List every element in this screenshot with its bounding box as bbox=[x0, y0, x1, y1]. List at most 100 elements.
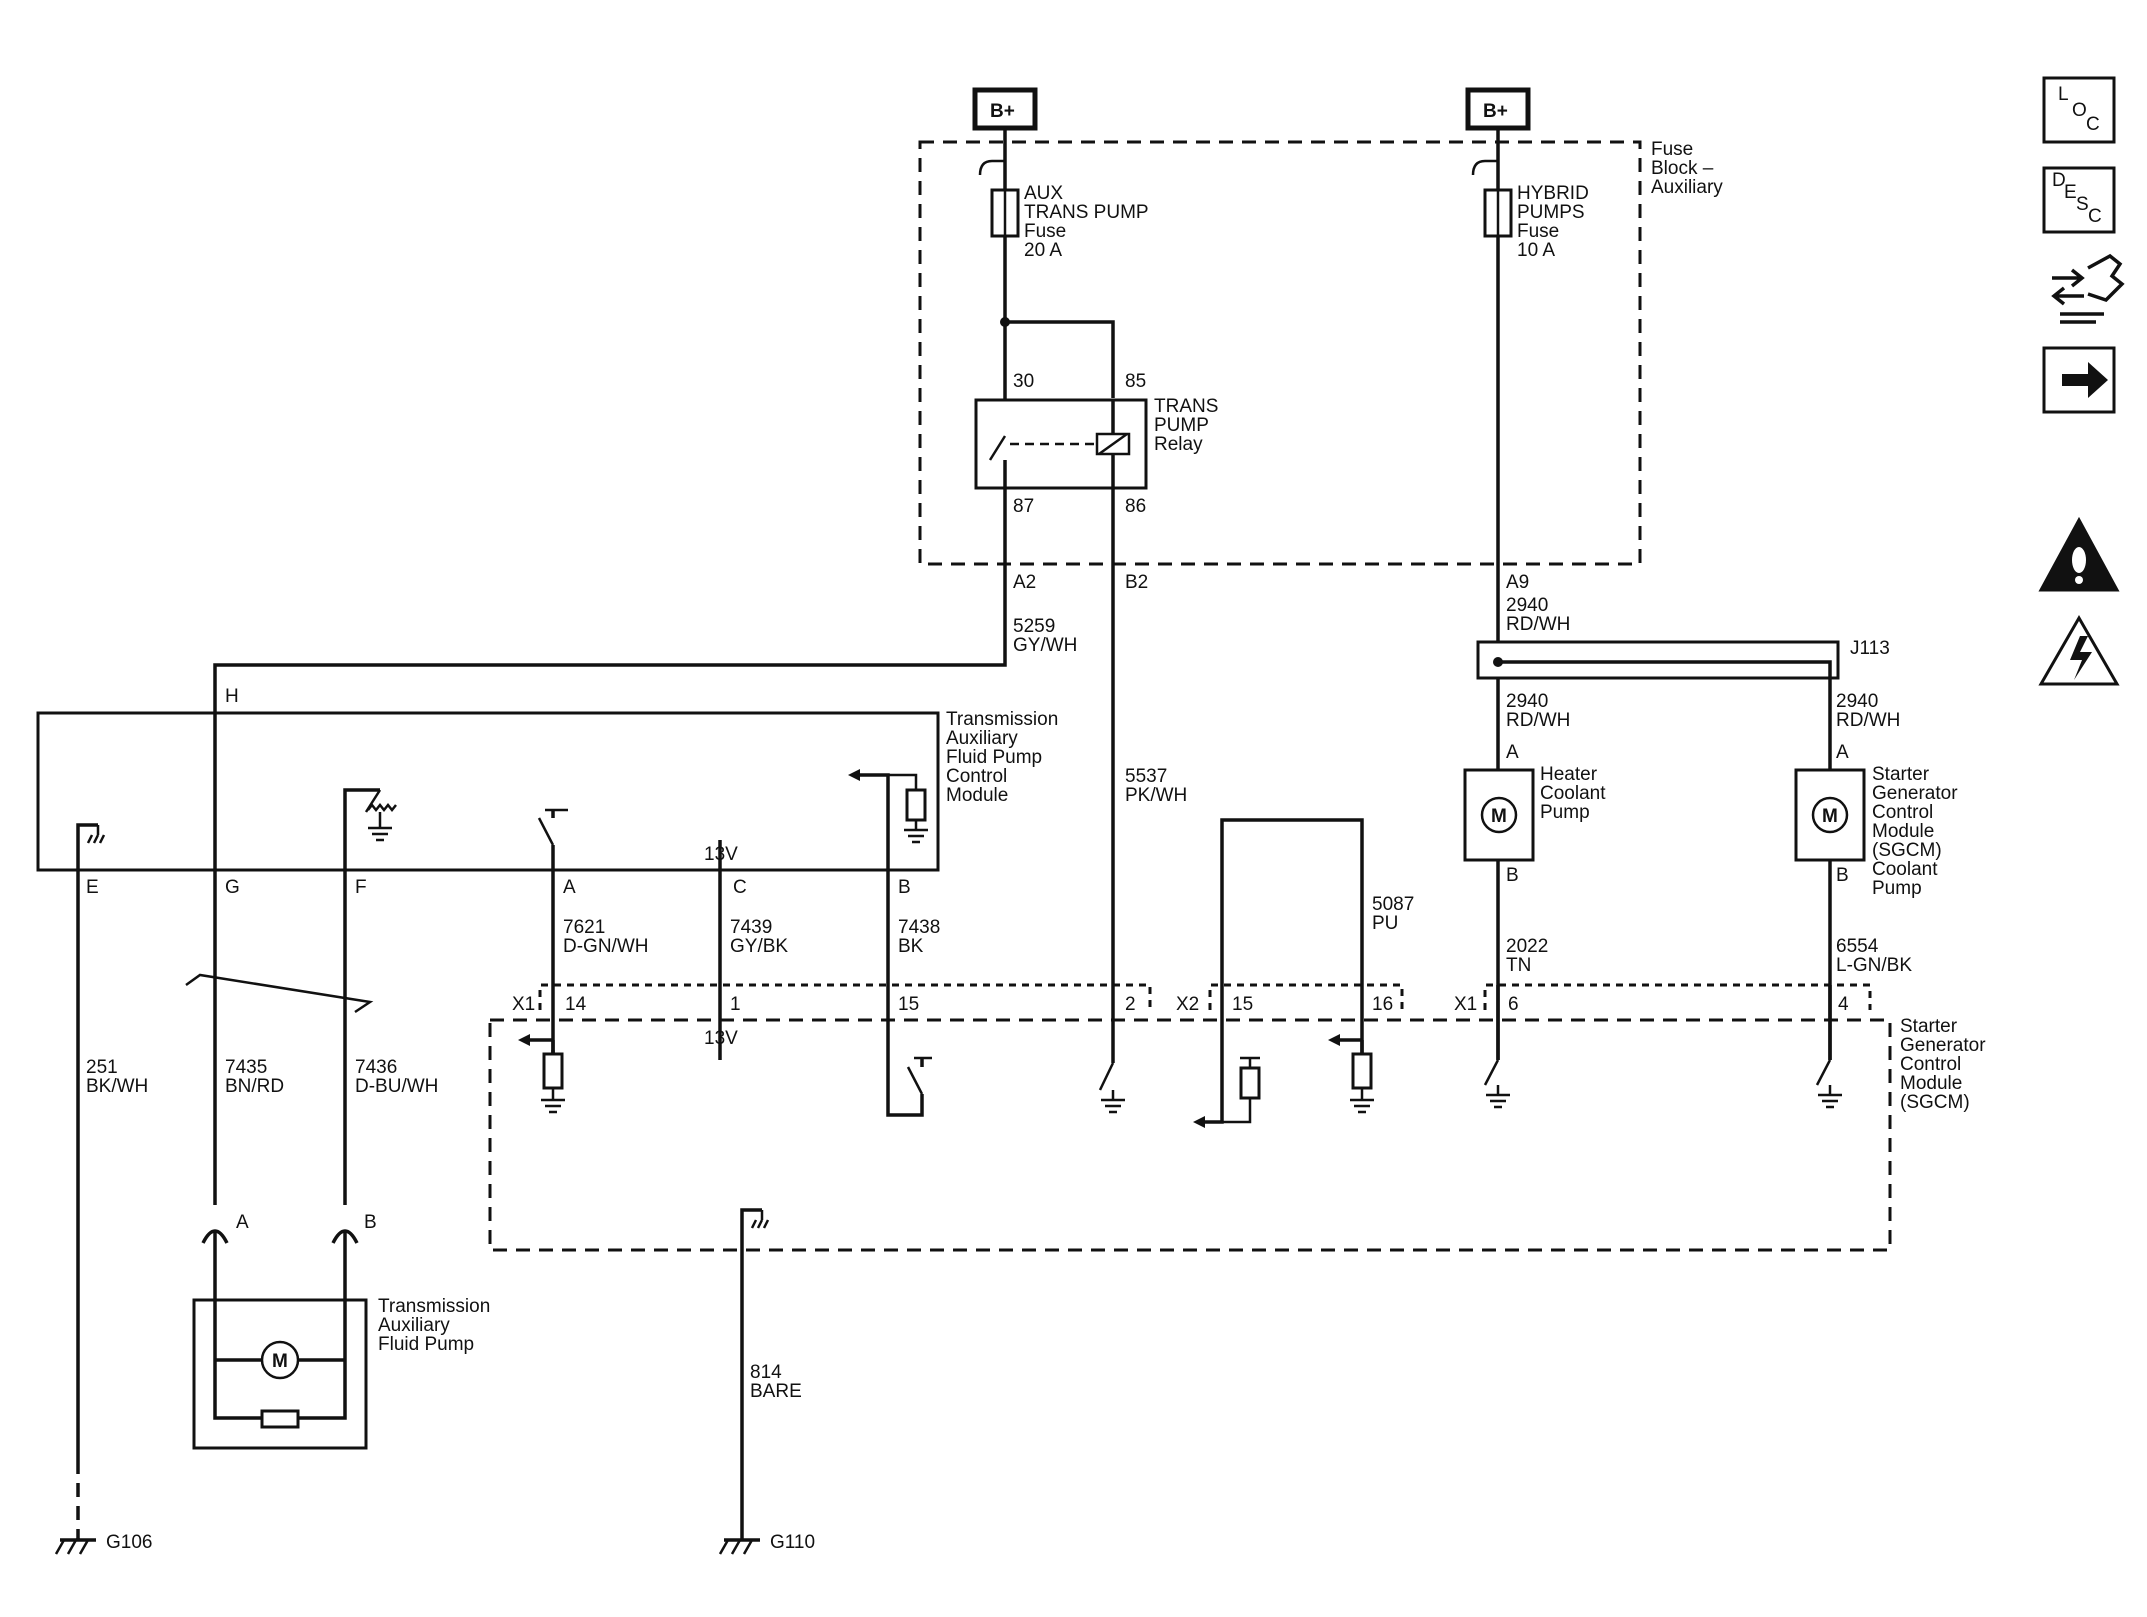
fuse-block-label: Fuse bbox=[1651, 139, 1693, 160]
svg-text:4: 4 bbox=[1838, 994, 1849, 1015]
svg-text:2940: 2940 bbox=[1506, 691, 1548, 712]
svg-text:Auxiliary: Auxiliary bbox=[378, 1315, 450, 1336]
svg-text:814: 814 bbox=[750, 1362, 782, 1383]
hybrid-pumps-fuse: HYBRID PUMPS Fuse 10 A bbox=[1471, 159, 1589, 261]
svg-text:5259: 5259 bbox=[1013, 616, 1055, 637]
svg-text:7438: 7438 bbox=[898, 917, 940, 938]
svg-text:6554: 6554 bbox=[1836, 936, 1879, 957]
svg-text:7436: 7436 bbox=[355, 1057, 397, 1078]
svg-text:B+: B+ bbox=[990, 101, 1015, 122]
wire-814: 814 BARE bbox=[750, 1362, 802, 1402]
svg-text:PUMP: PUMP bbox=[1154, 415, 1209, 436]
wire-7438: 7438 BK bbox=[886, 870, 940, 1060]
svg-text:J113: J113 bbox=[1850, 638, 1890, 659]
svg-text:H: H bbox=[225, 686, 239, 707]
wire-7621: 7621 D-GN/WH bbox=[551, 870, 648, 1060]
svg-text:GY/BK: GY/BK bbox=[730, 936, 788, 957]
svg-text:Relay: Relay bbox=[1154, 434, 1203, 455]
svg-text:Transmission: Transmission bbox=[946, 709, 1058, 730]
svg-text:A: A bbox=[1836, 742, 1849, 763]
svg-text:PK/WH: PK/WH bbox=[1125, 785, 1187, 806]
svg-text:B+: B+ bbox=[1483, 101, 1508, 122]
svg-text:B: B bbox=[364, 1212, 377, 1233]
svg-text:A9: A9 bbox=[1506, 572, 1529, 593]
svg-text:Pump: Pump bbox=[1872, 878, 1922, 899]
svg-text:Heater: Heater bbox=[1540, 764, 1598, 785]
fuse-block-auxiliary: Fuse Block – Auxiliary bbox=[918, 139, 1723, 566]
svg-text:X2: X2 bbox=[1176, 994, 1199, 1015]
sgcm-lowside-6 bbox=[1483, 1059, 1510, 1109]
svg-text:C: C bbox=[2088, 206, 2102, 227]
svg-text:S: S bbox=[2076, 194, 2089, 215]
svg-text:5537: 5537 bbox=[1125, 766, 1167, 787]
svg-text:85: 85 bbox=[1125, 371, 1146, 392]
battery-positive-2: B+ bbox=[1465, 87, 1531, 172]
svg-text:B: B bbox=[898, 877, 911, 898]
svg-text:PUMPS: PUMPS bbox=[1517, 202, 1585, 223]
wire-5087: 5087 PU bbox=[1220, 818, 1414, 1060]
svg-text:AUX: AUX bbox=[1024, 183, 1063, 204]
svg-text:E: E bbox=[2064, 182, 2077, 203]
svg-text:A2: A2 bbox=[1013, 572, 1036, 593]
svg-text:Control: Control bbox=[1872, 802, 1933, 823]
fuse-block-outline bbox=[918, 140, 1642, 566]
svg-text:30: 30 bbox=[1013, 371, 1034, 392]
connector-x1-right: X1 6 4 bbox=[1454, 983, 1872, 1015]
twisted-pair-7435-7436: 7435 BN/RD 7436 D-BU/WH bbox=[185, 870, 438, 1205]
svg-text:Fuse: Fuse bbox=[1024, 221, 1066, 242]
next-icon[interactable] bbox=[2042, 346, 2116, 414]
sgcm-case-ground bbox=[740, 1208, 770, 1520]
svg-text:Fluid Pump: Fluid Pump bbox=[946, 747, 1042, 768]
wire-5537: B2 5537 PK/WH bbox=[1111, 488, 1187, 1060]
svg-text:Fuse: Fuse bbox=[1517, 221, 1559, 242]
wire-2940: A9 2940 RD/WH bbox=[1496, 236, 1570, 770]
aux-trans-pump-fuse: AUX TRANS PUMP Fuse 20 A bbox=[978, 159, 1149, 400]
svg-text:HYBRID: HYBRID bbox=[1517, 183, 1589, 204]
svg-text:G: G bbox=[225, 877, 240, 898]
heater-coolant-pump: 2940 RD/WH A M Heater Coolant Pump B 202… bbox=[1463, 691, 1606, 1060]
transmission-aux-fluid-pump-control-module: Transmission Auxiliary Fluid Pump Contro… bbox=[36, 709, 1058, 898]
svg-text:Generator: Generator bbox=[1900, 1035, 1986, 1056]
svg-text:B: B bbox=[1506, 865, 1519, 886]
svg-text:2940: 2940 bbox=[1836, 691, 1878, 712]
svg-text:Transmission: Transmission bbox=[378, 1296, 490, 1317]
connector-info-icon[interactable] bbox=[2051, 253, 2125, 324]
svg-text:PU: PU bbox=[1372, 913, 1398, 934]
svg-text:C: C bbox=[733, 877, 747, 898]
svg-text:X1: X1 bbox=[1454, 994, 1477, 1015]
svg-text:TRANS PUMP: TRANS PUMP bbox=[1024, 202, 1149, 223]
svg-text:TN: TN bbox=[1506, 955, 1531, 976]
svg-text:Pump: Pump bbox=[1540, 802, 1590, 823]
svg-text:A: A bbox=[563, 877, 576, 898]
location-icon[interactable]: L O C bbox=[2042, 76, 2116, 144]
svg-text:G110: G110 bbox=[770, 1532, 815, 1553]
svg-text:7439: 7439 bbox=[730, 917, 772, 938]
wire-7439: 7439 GY/BK bbox=[718, 870, 788, 1060]
svg-text:Auxiliary: Auxiliary bbox=[946, 728, 1018, 749]
ground-g110: G110 bbox=[718, 1520, 815, 1555]
wire-251: 251 BK/WH bbox=[76, 870, 148, 1540]
svg-text:6: 6 bbox=[1508, 994, 1519, 1015]
svg-text:O: O bbox=[2072, 100, 2087, 121]
transmission-aux-fluid-pump: A B M Transmission Auxiliary Fluid Pump bbox=[192, 1212, 490, 1450]
fuse-block-label: Block – bbox=[1651, 158, 1714, 179]
svg-text:F: F bbox=[355, 877, 367, 898]
svg-text:Starter: Starter bbox=[1872, 764, 1930, 785]
svg-text:14: 14 bbox=[565, 994, 587, 1015]
description-icon[interactable]: D E S C bbox=[2042, 166, 2116, 234]
svg-text:TRANS: TRANS bbox=[1154, 396, 1218, 417]
svg-text:10 A: 10 A bbox=[1517, 240, 1555, 261]
svg-text:BARE: BARE bbox=[750, 1381, 802, 1402]
svg-text:GY/WH: GY/WH bbox=[1013, 635, 1077, 656]
svg-text:20 A: 20 A bbox=[1024, 240, 1062, 261]
trans-pump-relay: 30 85 TRANS PUMP Relay 87 86 bbox=[974, 317, 1218, 517]
svg-text:M: M bbox=[1491, 806, 1507, 827]
svg-text:D-BU/WH: D-BU/WH bbox=[355, 1076, 438, 1097]
svg-text:15: 15 bbox=[898, 994, 919, 1015]
starter-generator-control-module: Starter Generator Control Module (SGCM) … bbox=[488, 1016, 1986, 1520]
svg-text:BN/RD: BN/RD bbox=[225, 1076, 284, 1097]
sgcm-switch-15 bbox=[886, 1056, 932, 1117]
svg-text:86: 86 bbox=[1125, 496, 1146, 517]
svg-text:Module: Module bbox=[1900, 1073, 1962, 1094]
